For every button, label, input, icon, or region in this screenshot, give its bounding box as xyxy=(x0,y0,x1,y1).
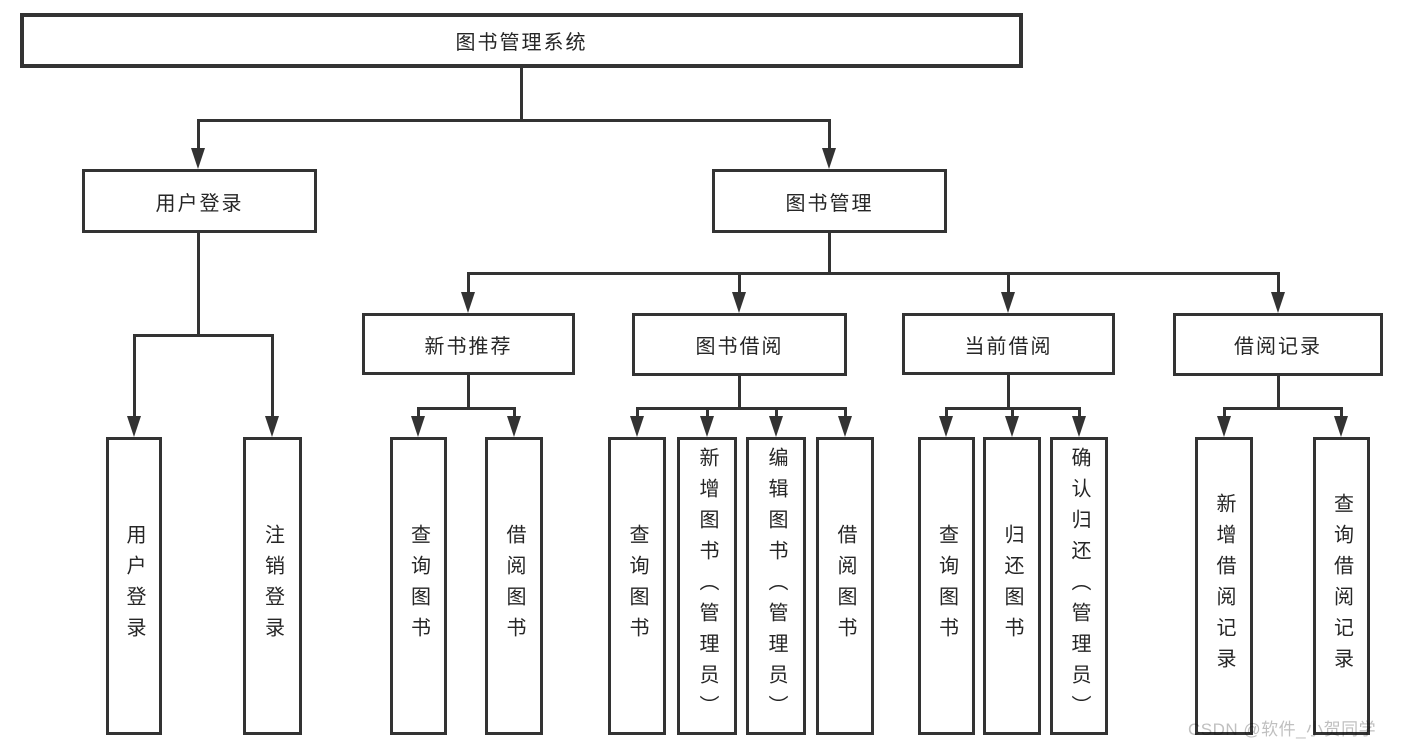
connector-line xyxy=(1007,272,1010,295)
node-borrow-books: 借阅图书 xyxy=(816,437,874,735)
arrow-down-icon xyxy=(732,292,746,313)
node-label: 查询图书 xyxy=(407,524,430,648)
connector-line xyxy=(1078,407,1081,418)
node-label: 借阅图书 xyxy=(834,524,856,648)
node-add-books-admin: 新增图书（管理员） xyxy=(677,437,737,735)
connector-line xyxy=(1277,376,1280,408)
arrow-down-icon xyxy=(1005,416,1019,437)
connector-line xyxy=(1277,272,1280,295)
node-label: 确认归还（管理员） xyxy=(1068,446,1090,726)
node-label: 当前借阅 xyxy=(964,335,1053,358)
watermark: CSDN @软件_小贺同学 xyxy=(1188,720,1377,739)
connector-line xyxy=(1340,407,1343,418)
node-label: 查询图书 xyxy=(626,524,648,648)
node-book-borrowing: 图书借阅 xyxy=(632,313,847,376)
node-logout: 注销登录 xyxy=(243,437,302,735)
connector-line xyxy=(133,334,274,337)
node-label: 图书管理 xyxy=(785,192,874,215)
node-label: 图书借阅 xyxy=(695,336,784,358)
connector-line xyxy=(197,119,831,122)
node-label: 编辑图书（管理员） xyxy=(765,446,787,726)
node-borrow-books: 借阅图书 xyxy=(485,437,543,735)
connector-line xyxy=(197,119,200,150)
arrow-down-icon xyxy=(1334,416,1348,437)
connector-line xyxy=(738,376,741,408)
connector-line xyxy=(1223,407,1343,410)
node-query-borrow-record: 查询借阅记录 xyxy=(1313,437,1370,735)
arrow-down-icon xyxy=(769,416,783,437)
connector-line xyxy=(1011,407,1014,418)
arrow-down-icon xyxy=(461,292,475,313)
node-borrowing-records: 借阅记录 xyxy=(1173,313,1383,376)
node-confirm-return-admin: 确认归还（管理员） xyxy=(1050,437,1108,735)
arrow-down-icon xyxy=(191,148,205,169)
node-library-management-system: 图书管理系统 xyxy=(20,13,1023,68)
arrow-down-icon xyxy=(1271,292,1285,313)
arrow-down-icon xyxy=(822,148,836,169)
node-query-books: 查询图书 xyxy=(390,437,447,735)
node-label: 新增借阅记录 xyxy=(1213,493,1235,679)
connector-line xyxy=(197,233,200,336)
connector-line xyxy=(520,68,523,120)
node-new-book-recommend: 新书推荐 xyxy=(362,313,575,375)
connector-line xyxy=(467,272,470,295)
connector-line xyxy=(636,407,639,418)
arrow-down-icon xyxy=(838,416,852,437)
node-current-borrowing: 当前借阅 xyxy=(902,313,1115,375)
node-label: 新增图书（管理员） xyxy=(696,446,718,726)
connector-line xyxy=(417,407,420,418)
node-return-books: 归还图书 xyxy=(983,437,1041,735)
node-label: 用户登录 xyxy=(155,192,244,215)
connector-line xyxy=(133,334,136,417)
node-label: 查询图书 xyxy=(935,524,958,648)
connector-line xyxy=(1007,375,1010,408)
node-label: 借阅图书 xyxy=(503,524,525,648)
connector-line xyxy=(738,272,741,295)
connector-line xyxy=(271,334,274,417)
node-label: 借阅记录 xyxy=(1234,336,1322,358)
node-label: 查询借阅记录 xyxy=(1330,493,1353,679)
node-label: 新书推荐 xyxy=(424,335,513,358)
connector-line xyxy=(828,119,831,150)
connector-line xyxy=(844,407,847,418)
node-label: 注销登录 xyxy=(261,524,284,648)
arrow-down-icon xyxy=(939,416,953,437)
node-user-login: 用户登录 xyxy=(82,169,317,233)
connector-line xyxy=(636,407,847,410)
arrow-down-icon xyxy=(630,416,644,437)
arrow-down-icon xyxy=(700,416,714,437)
connector-line xyxy=(1223,407,1226,418)
arrow-down-icon xyxy=(411,416,425,437)
arrow-down-icon xyxy=(127,416,141,437)
connector-line xyxy=(828,233,831,274)
connector-line xyxy=(945,407,948,418)
node-query-books: 查询图书 xyxy=(918,437,975,735)
connector-line xyxy=(706,407,709,418)
arrow-down-icon xyxy=(1217,416,1231,437)
node-label: 用户登录 xyxy=(123,524,145,648)
node-edit-books-admin: 编辑图书（管理员） xyxy=(746,437,806,735)
connector-line xyxy=(775,407,778,418)
arrow-down-icon xyxy=(1072,416,1086,437)
connector-line xyxy=(467,375,470,408)
node-book-management: 图书管理 xyxy=(712,169,947,233)
connector-line xyxy=(417,407,515,410)
arrow-down-icon xyxy=(1001,292,1015,313)
node-label: 图书管理系统 xyxy=(455,32,588,54)
node-add-borrow-record: 新增借阅记录 xyxy=(1195,437,1253,735)
connector-line xyxy=(513,407,516,418)
arrow-down-icon xyxy=(507,416,521,437)
connector-line xyxy=(467,272,1280,275)
node-query-books: 查询图书 xyxy=(608,437,666,735)
node-label: 归还图书 xyxy=(1001,524,1023,648)
node-user-login-leaf: 用户登录 xyxy=(106,437,162,735)
arrow-down-icon xyxy=(265,416,279,437)
